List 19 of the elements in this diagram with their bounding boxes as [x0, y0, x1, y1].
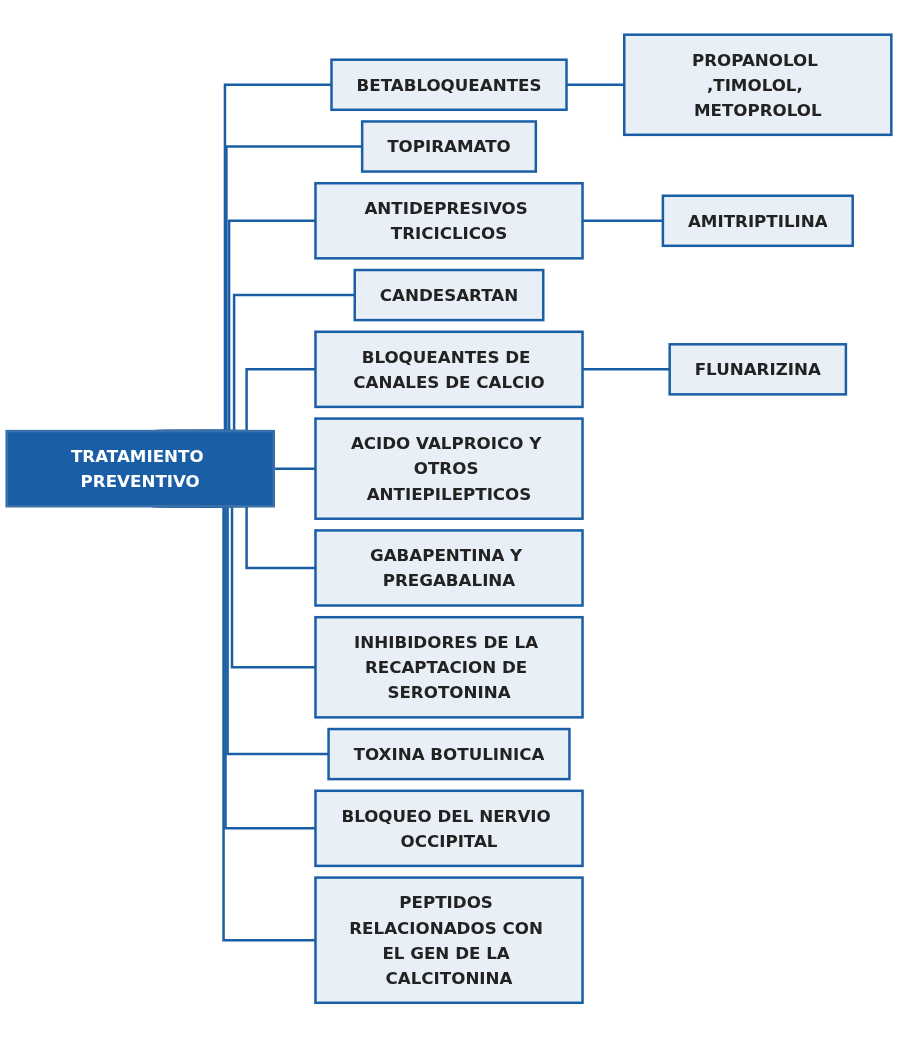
node-box: TOPIRAMATO: [360, 120, 538, 174]
connector: [273, 467, 316, 471]
connector: [582, 368, 670, 371]
node-box: ANTIDEPRESIVOS TRICICLICOS: [314, 182, 584, 260]
node-box: BETABLOQUEANTES: [330, 58, 568, 112]
node-box: PEPTIDOS RELACIONADOS CON EL GEN DE LA CALCITONINA: [314, 876, 584, 1005]
connector: [582, 219, 663, 223]
node-box: INHIBIDORES DE LA RECAPTACION DE SEROTONINA: [314, 616, 584, 719]
node-box: FLUNARIZINA: [668, 343, 848, 396]
node-box: GABAPENTINA Y PREGABALINA: [314, 529, 584, 608]
node-box: BLOQUEO DEL NERVIO OCCIPITAL: [314, 789, 584, 868]
node-box: TOXINA BOTULINICA: [327, 728, 571, 781]
connector: [566, 83, 625, 87]
node-box: PROPANOLOL ,TIMOLOL, METOPROLOL: [623, 33, 893, 137]
node-box: AMITRIPTILINA: [661, 194, 854, 248]
node-box: ACIDO VALPROICO Y OTROS ANTIEPILEPTICOS: [314, 417, 584, 521]
node-box: BLOQUEANTES DE CANALES DE CALCIO: [314, 330, 584, 409]
node-box: CANDESARTAN: [353, 269, 545, 322]
node-box: TRATAMIENTO PREVENTIVO: [5, 430, 275, 508]
